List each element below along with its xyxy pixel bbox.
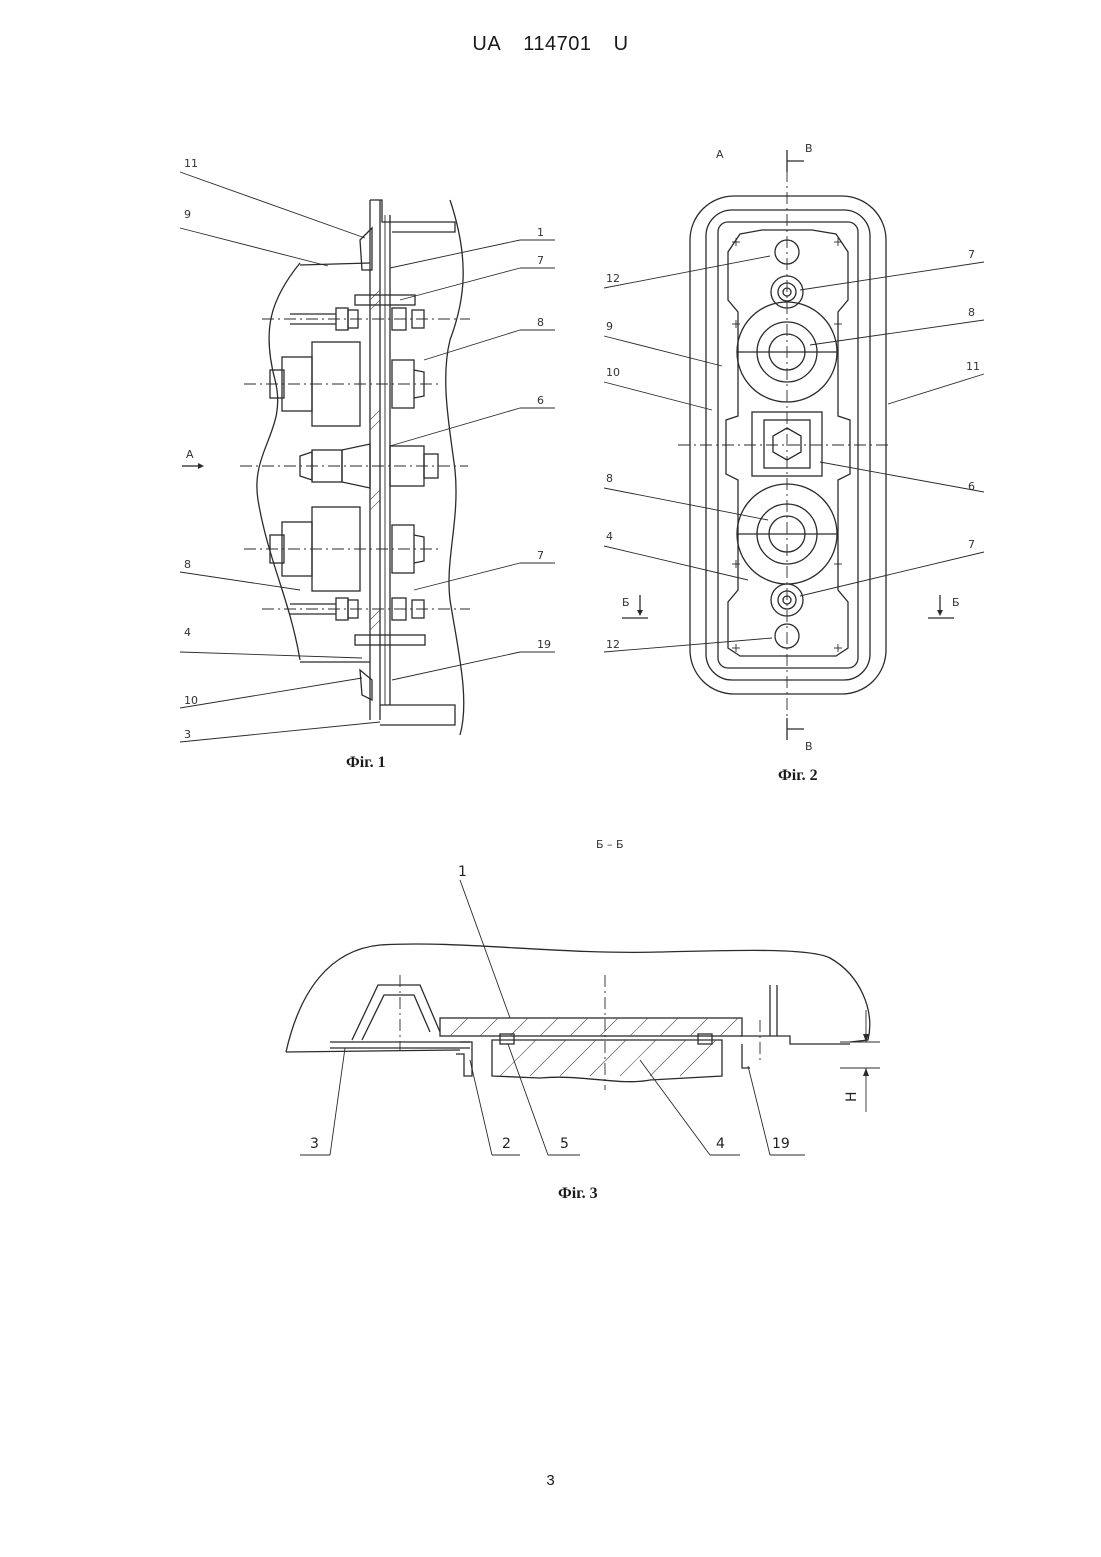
figure-3-caption: Фіг. 3 (558, 1185, 598, 1203)
fig1-label: 7 (537, 549, 544, 562)
figure-2-caption: Фіг. 2 (778, 767, 818, 785)
fig2-label: A (716, 148, 724, 161)
page-number: 3 (0, 1472, 1101, 1489)
section-title: Б – Б (596, 838, 624, 851)
figure-3-drawing: Б – Б (286, 838, 880, 1155)
fig3-label: 19 (772, 1136, 790, 1152)
fig2-label: 11 (966, 360, 980, 373)
fig3-label: 4 (716, 1136, 725, 1152)
figure-1-drawing: 11 9 1 7 8 6 A 8 7 4 19 10 3 (180, 157, 555, 742)
fig1-label: 7 (537, 254, 544, 267)
fig1-label: 1 (537, 226, 544, 239)
fig1-label: 10 (184, 694, 198, 707)
fig1-label: A (186, 448, 194, 461)
figure-2-labels: A B 7 12 9 8 10 11 6 8 4 7 Б Б 12 B (606, 142, 980, 753)
fig1-label: 9 (184, 208, 191, 221)
fig2-label: 4 (606, 530, 613, 543)
fig3-label: 1 (458, 864, 467, 880)
fig1-label: 8 (184, 558, 191, 571)
fig1-label: 4 (184, 626, 191, 639)
fig3-label: 2 (502, 1136, 511, 1152)
fig2-label: B (805, 142, 813, 155)
fig2-label: 7 (968, 538, 975, 551)
fig2-label: 8 (606, 472, 613, 485)
fig1-label: 6 (537, 394, 544, 407)
figure-3-labels: 1 3 2 5 4 19 (310, 864, 790, 1152)
fig2-label: 12 (606, 638, 620, 651)
fig3-label: 3 (310, 1136, 319, 1152)
fig1-label: 19 (537, 638, 551, 651)
dimension-label: H (844, 1091, 860, 1102)
fig2-label: 8 (968, 306, 975, 319)
fig1-label: 3 (184, 728, 191, 741)
fig2-label: 10 (606, 366, 620, 379)
figure-1-caption: Фіг. 1 (346, 754, 386, 772)
fig2-label: 7 (968, 248, 975, 261)
fig1-label: 8 (537, 316, 544, 329)
fig2-label: 6 (968, 480, 975, 493)
fig1-label: 11 (184, 157, 198, 170)
fig2-label: Б (952, 596, 960, 609)
fig2-label: Б (622, 596, 630, 609)
fig2-label: 12 (606, 272, 620, 285)
figure-2-drawing: A B 7 12 9 8 10 11 6 8 4 7 Б Б 12 B (604, 142, 984, 753)
fig2-label: B (805, 740, 813, 753)
fig2-label: 9 (606, 320, 613, 333)
fig3-label: 5 (560, 1136, 569, 1152)
figure-1-labels: 11 9 1 7 8 6 A 8 7 4 19 10 3 (184, 157, 551, 741)
